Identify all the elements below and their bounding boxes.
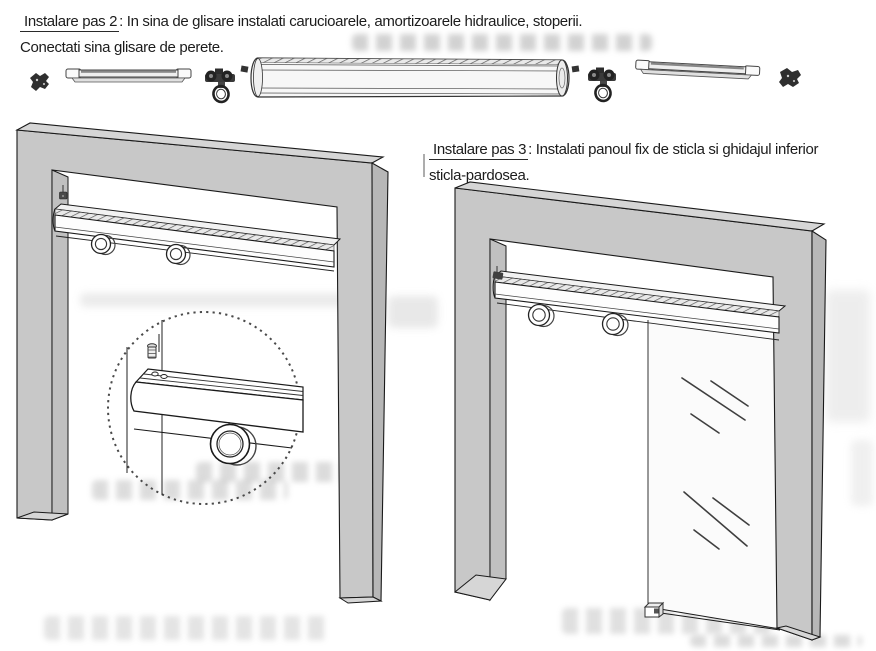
sliding-rail xyxy=(492,266,787,341)
step3-line1: Instalare pas 3: Instalati panoul fix de… xyxy=(429,137,876,163)
step2-line1: Instalare pas 2: In sina de glisare inst… xyxy=(20,9,740,35)
hanger-roller-2 xyxy=(165,243,191,266)
frame-left-post-bottom xyxy=(16,511,69,521)
scan-artifact-line xyxy=(423,154,425,177)
detail-roller-wheel xyxy=(209,422,257,466)
frame-side-face xyxy=(811,229,827,641)
rail-cross-section xyxy=(130,368,304,449)
stopper-left-icon xyxy=(30,73,49,91)
sliding-rail xyxy=(52,203,342,272)
sliding-rail-tube-icon xyxy=(250,57,570,98)
rail-bolt-right-icon xyxy=(571,65,580,73)
rail-bolt-left-icon xyxy=(240,65,249,73)
doorframe-step3 xyxy=(453,181,827,641)
glass-reflection-marks xyxy=(681,377,750,550)
step2-title: Instalare pas 2 xyxy=(20,13,120,32)
step3-body: : Instalati panoul fix de sticla si ghid… xyxy=(528,141,819,158)
hydraulic-damper-left-icon xyxy=(65,68,192,83)
step2-line2: Conectati sina glisare de perete. xyxy=(20,39,224,56)
detail-callout xyxy=(107,311,304,505)
frame-right-post-bottom xyxy=(338,596,383,604)
step3-title: Instalare pas 3 xyxy=(429,141,529,160)
exploded-rail-diagram xyxy=(30,57,801,104)
doorframe-step2 xyxy=(15,122,389,604)
stopper-right-icon xyxy=(779,68,801,87)
floor-guide xyxy=(643,601,781,631)
frame-right-post-bottom xyxy=(775,625,822,641)
hydraulic-damper-right-icon xyxy=(635,59,761,80)
fixed-glass-panel xyxy=(647,318,781,630)
frame-top-face xyxy=(454,181,826,232)
hanger-roller-1 xyxy=(90,233,116,256)
mounting-screw-icon xyxy=(59,185,68,200)
hanger-roller-1 xyxy=(527,303,555,328)
frame-top-face xyxy=(15,122,385,164)
roller-carriage-right-icon xyxy=(588,67,616,103)
step2-body: : In sina de glisare instalati carucioar… xyxy=(119,13,583,30)
step2-instructions: Instalare pas 2: In sina de glisare inst… xyxy=(20,9,740,61)
detail-screw-icon xyxy=(147,334,160,359)
frame-front-face xyxy=(16,129,374,599)
roller-carriage-left-icon xyxy=(205,68,235,104)
step3-line2: sticla-pardosea. xyxy=(429,167,530,184)
step3-instructions: Instalare pas 3: Instalati panoul fix de… xyxy=(429,137,876,189)
rail-end-bracket-icon xyxy=(492,266,504,280)
frame-left-post-bottom xyxy=(453,574,507,601)
frame-side-face xyxy=(371,162,389,602)
hanger-roller-2 xyxy=(601,312,629,337)
